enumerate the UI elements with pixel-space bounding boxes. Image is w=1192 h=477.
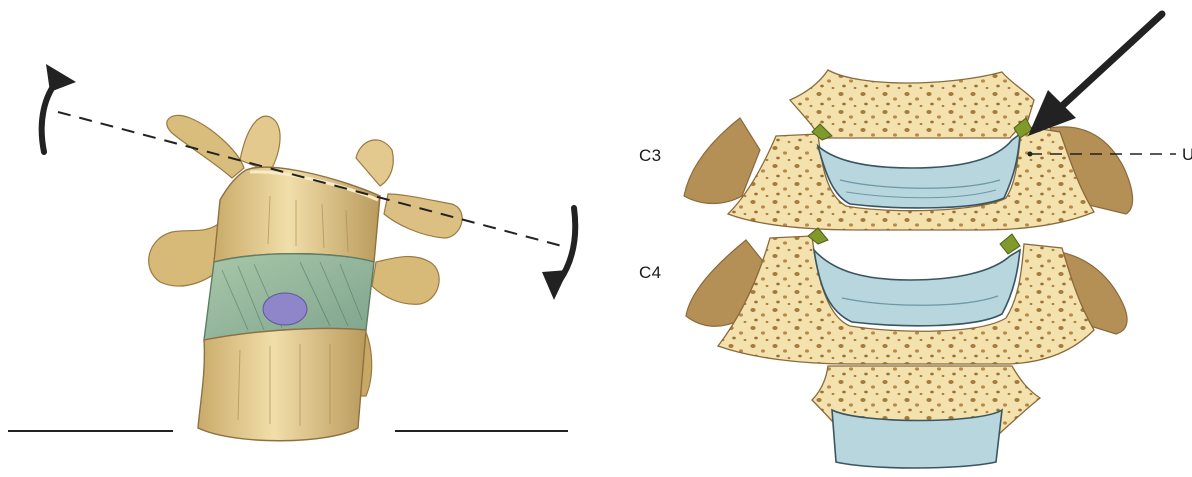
c3-label: C3 — [639, 146, 661, 166]
curved-arrow-up-icon — [42, 64, 76, 152]
c4-label: C4 — [639, 263, 661, 283]
c3-vertebra-top — [790, 70, 1034, 138]
c3-disc — [818, 134, 1020, 208]
nucleus-pulposus — [263, 293, 307, 325]
arrow-down-left-icon — [1028, 14, 1162, 136]
upper-vertebral-body — [214, 167, 380, 262]
callout-letter: U — [1182, 145, 1192, 165]
cervical-vertebrae-illustration — [684, 14, 1176, 468]
lower-vertebral-body — [198, 328, 366, 440]
lumbar-vertebra-illustration — [8, 64, 575, 441]
c4-disc — [814, 250, 1020, 326]
curved-arrow-down-icon — [542, 208, 575, 300]
